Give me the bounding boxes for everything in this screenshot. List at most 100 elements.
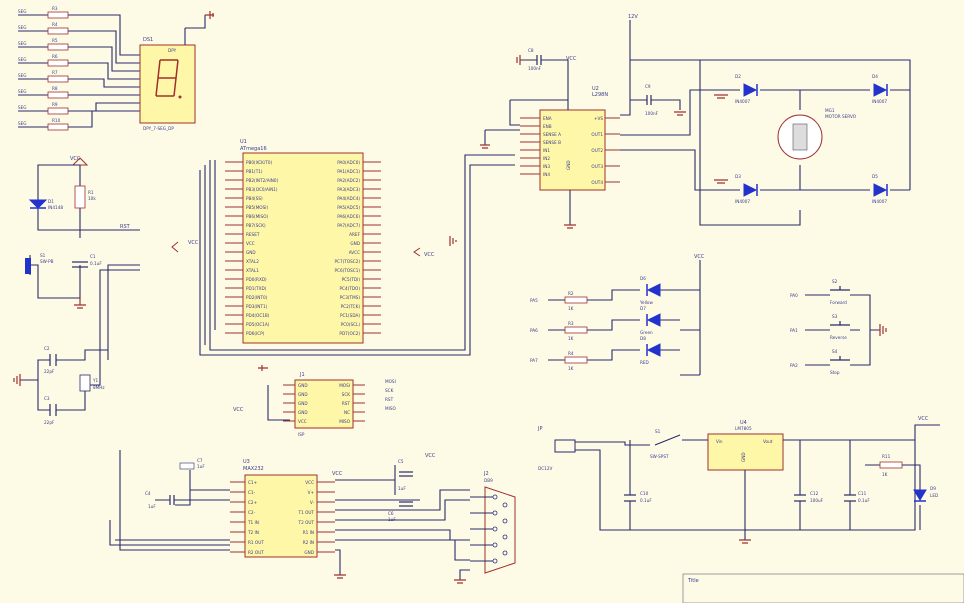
ds1-name: DPY_7-SEG_DP [143, 126, 174, 131]
led-ref: D6 [640, 276, 646, 281]
svg-text:100nF: 100nF [528, 66, 542, 71]
svg-text:MAX232: MAX232 [243, 466, 264, 472]
u1-left-pin: PB6(MISO) [246, 214, 268, 219]
u1-right-pin: PA4(ADC4) [337, 196, 360, 201]
title-block: Title [682, 573, 964, 603]
svg-text:S1: S1 [655, 429, 661, 434]
isp-left-pin: VCC [298, 419, 307, 424]
u1-left-pin: PD5(OC1A) [246, 322, 270, 327]
u1-left-pin: XTAL2 [246, 259, 259, 264]
u2-right-pin: +VS [594, 116, 603, 121]
u2-left-pin: IN1 [543, 148, 550, 153]
ds1-ref: DS1 [143, 37, 153, 43]
pushbutton [830, 321, 850, 326]
u1-left-pin: GND [246, 250, 256, 255]
segment-resistor [47, 75, 69, 83]
svg-text:C3: C3 [44, 396, 50, 401]
crystal-circuit: C2 22pF C3 22pF Y1 8MHz [13, 264, 140, 425]
u2-left-pin: IN2 [543, 156, 550, 161]
isp-right-pin: RST [342, 401, 351, 406]
isp-right-pin: SCK [342, 392, 351, 397]
seg-net-label: SEG [18, 105, 27, 110]
u3-left-pin: T1 IN [247, 520, 259, 525]
db9-pin [502, 550, 508, 556]
svg-text:C12: C12 [810, 491, 819, 496]
svg-text:1uF: 1uF [398, 486, 406, 491]
isp-right-pin: MISO [339, 419, 351, 424]
seven-segment-display: DS1 DPY DPY_7-SEG_DP [139, 11, 214, 131]
u3-right-pin: T2 OUT [298, 520, 315, 525]
db9-pin [502, 534, 508, 540]
svg-text:0.1uF: 0.1uF [858, 498, 870, 503]
segment-resistor [47, 43, 69, 51]
svg-text:C10: C10 [640, 491, 649, 496]
u1-right-pin: PA0(ADC0) [337, 160, 360, 165]
svg-text:J2: J2 [483, 471, 489, 477]
u3-right-pin: GND [304, 550, 314, 555]
u3-left-pin: C1+ [248, 480, 258, 485]
button-ref: S4 [832, 349, 838, 354]
isp-connector: J1 GNDGNDGNDGNDVCCMOSISCKRSTNCMISOMOSISC… [233, 365, 397, 437]
u1-right-pin: PC1(SDA) [340, 313, 360, 318]
led-net-label: PA5 [530, 298, 538, 303]
led-resistor-ref: R3 [568, 321, 574, 326]
segment-resistor-ref: R8 [52, 86, 58, 91]
u1-right-pin: PC3(TMS) [340, 295, 361, 300]
u1-left-pin: PB5(MOSI) [246, 205, 268, 210]
ds1-part: DPY [168, 48, 177, 53]
u1-right-pin: PA2(ADC2) [337, 178, 360, 183]
svg-text:C5: C5 [398, 459, 404, 464]
seg-net-label: SEG [18, 73, 27, 78]
segment-resistor [47, 91, 69, 99]
svg-text:C6: C6 [388, 511, 394, 516]
u3-right-pin: R1 IN [303, 530, 314, 535]
u2-right-pin: OUT3 [591, 164, 603, 169]
button-net-label: PA2 [790, 363, 798, 368]
u1-right-pin: PC0(SCL) [341, 322, 361, 327]
svg-text:8MHz: 8MHz [93, 385, 105, 390]
button-name: Reverse [830, 335, 847, 340]
svg-text:1uF: 1uF [197, 464, 205, 469]
u3-right-pin: V+ [308, 490, 315, 495]
led-resistor-value: 1K [568, 366, 574, 371]
svg-text:D2: D2 [735, 74, 741, 79]
svg-text:10k: 10k [88, 196, 96, 201]
segment-resistor-ref: R4 [52, 22, 58, 27]
isp-left-pin: GND [298, 410, 308, 415]
button-name: Forward [830, 300, 847, 305]
svg-text:C1: C1 [90, 254, 96, 259]
isp-net-label: RST [385, 397, 394, 402]
svg-text:1uF: 1uF [148, 504, 156, 509]
svg-text:Y1: Y1 [92, 378, 99, 383]
isp-net-label: MISO [385, 406, 397, 411]
svg-text:0.1uF: 0.1uF [90, 261, 102, 266]
svg-text:DB9: DB9 [484, 478, 493, 483]
u2-left-pin: ENA [543, 116, 552, 121]
u3-left-pin: T2 IN [247, 530, 259, 535]
u1-left-pin: PD2(INT0) [246, 295, 268, 300]
svg-text:C9: C9 [645, 84, 651, 89]
svg-text:JP: JP [537, 426, 543, 432]
u1-right-pin: PC4(TDO) [340, 286, 361, 291]
isp-net-label: MOSI [385, 379, 396, 384]
u1-right-pin: PA1(ADC1) [337, 169, 360, 174]
svg-text:D1: D1 [48, 199, 54, 204]
max232-vcc-label: VCC [332, 471, 343, 477]
status-leds: PA5R21KD6YellowPA6R31KD7GreenPA7R41KD8RE… [530, 254, 705, 376]
button-net-label: PA0 [790, 293, 798, 298]
segment-resistor-ref: R9 [52, 102, 58, 107]
u1-left-pin: PB2(INT2/AIN0) [246, 178, 279, 183]
supply-vcc-label: VCC [918, 416, 929, 422]
u3-left-pin: C2- [248, 510, 256, 515]
u2-left-pin: IN4 [543, 172, 550, 177]
led-resistor [564, 326, 588, 334]
seg-net-label: SEG [18, 89, 27, 94]
svg-text:D4: D4 [872, 74, 878, 79]
isp-left-pin: GND [298, 392, 308, 397]
svg-text:C11: C11 [858, 491, 867, 496]
u1-left-pin: PD4(OC1B) [246, 313, 270, 318]
svg-text:DC12V: DC12V [538, 466, 552, 471]
u2-left-pin: IN3 [543, 164, 550, 169]
